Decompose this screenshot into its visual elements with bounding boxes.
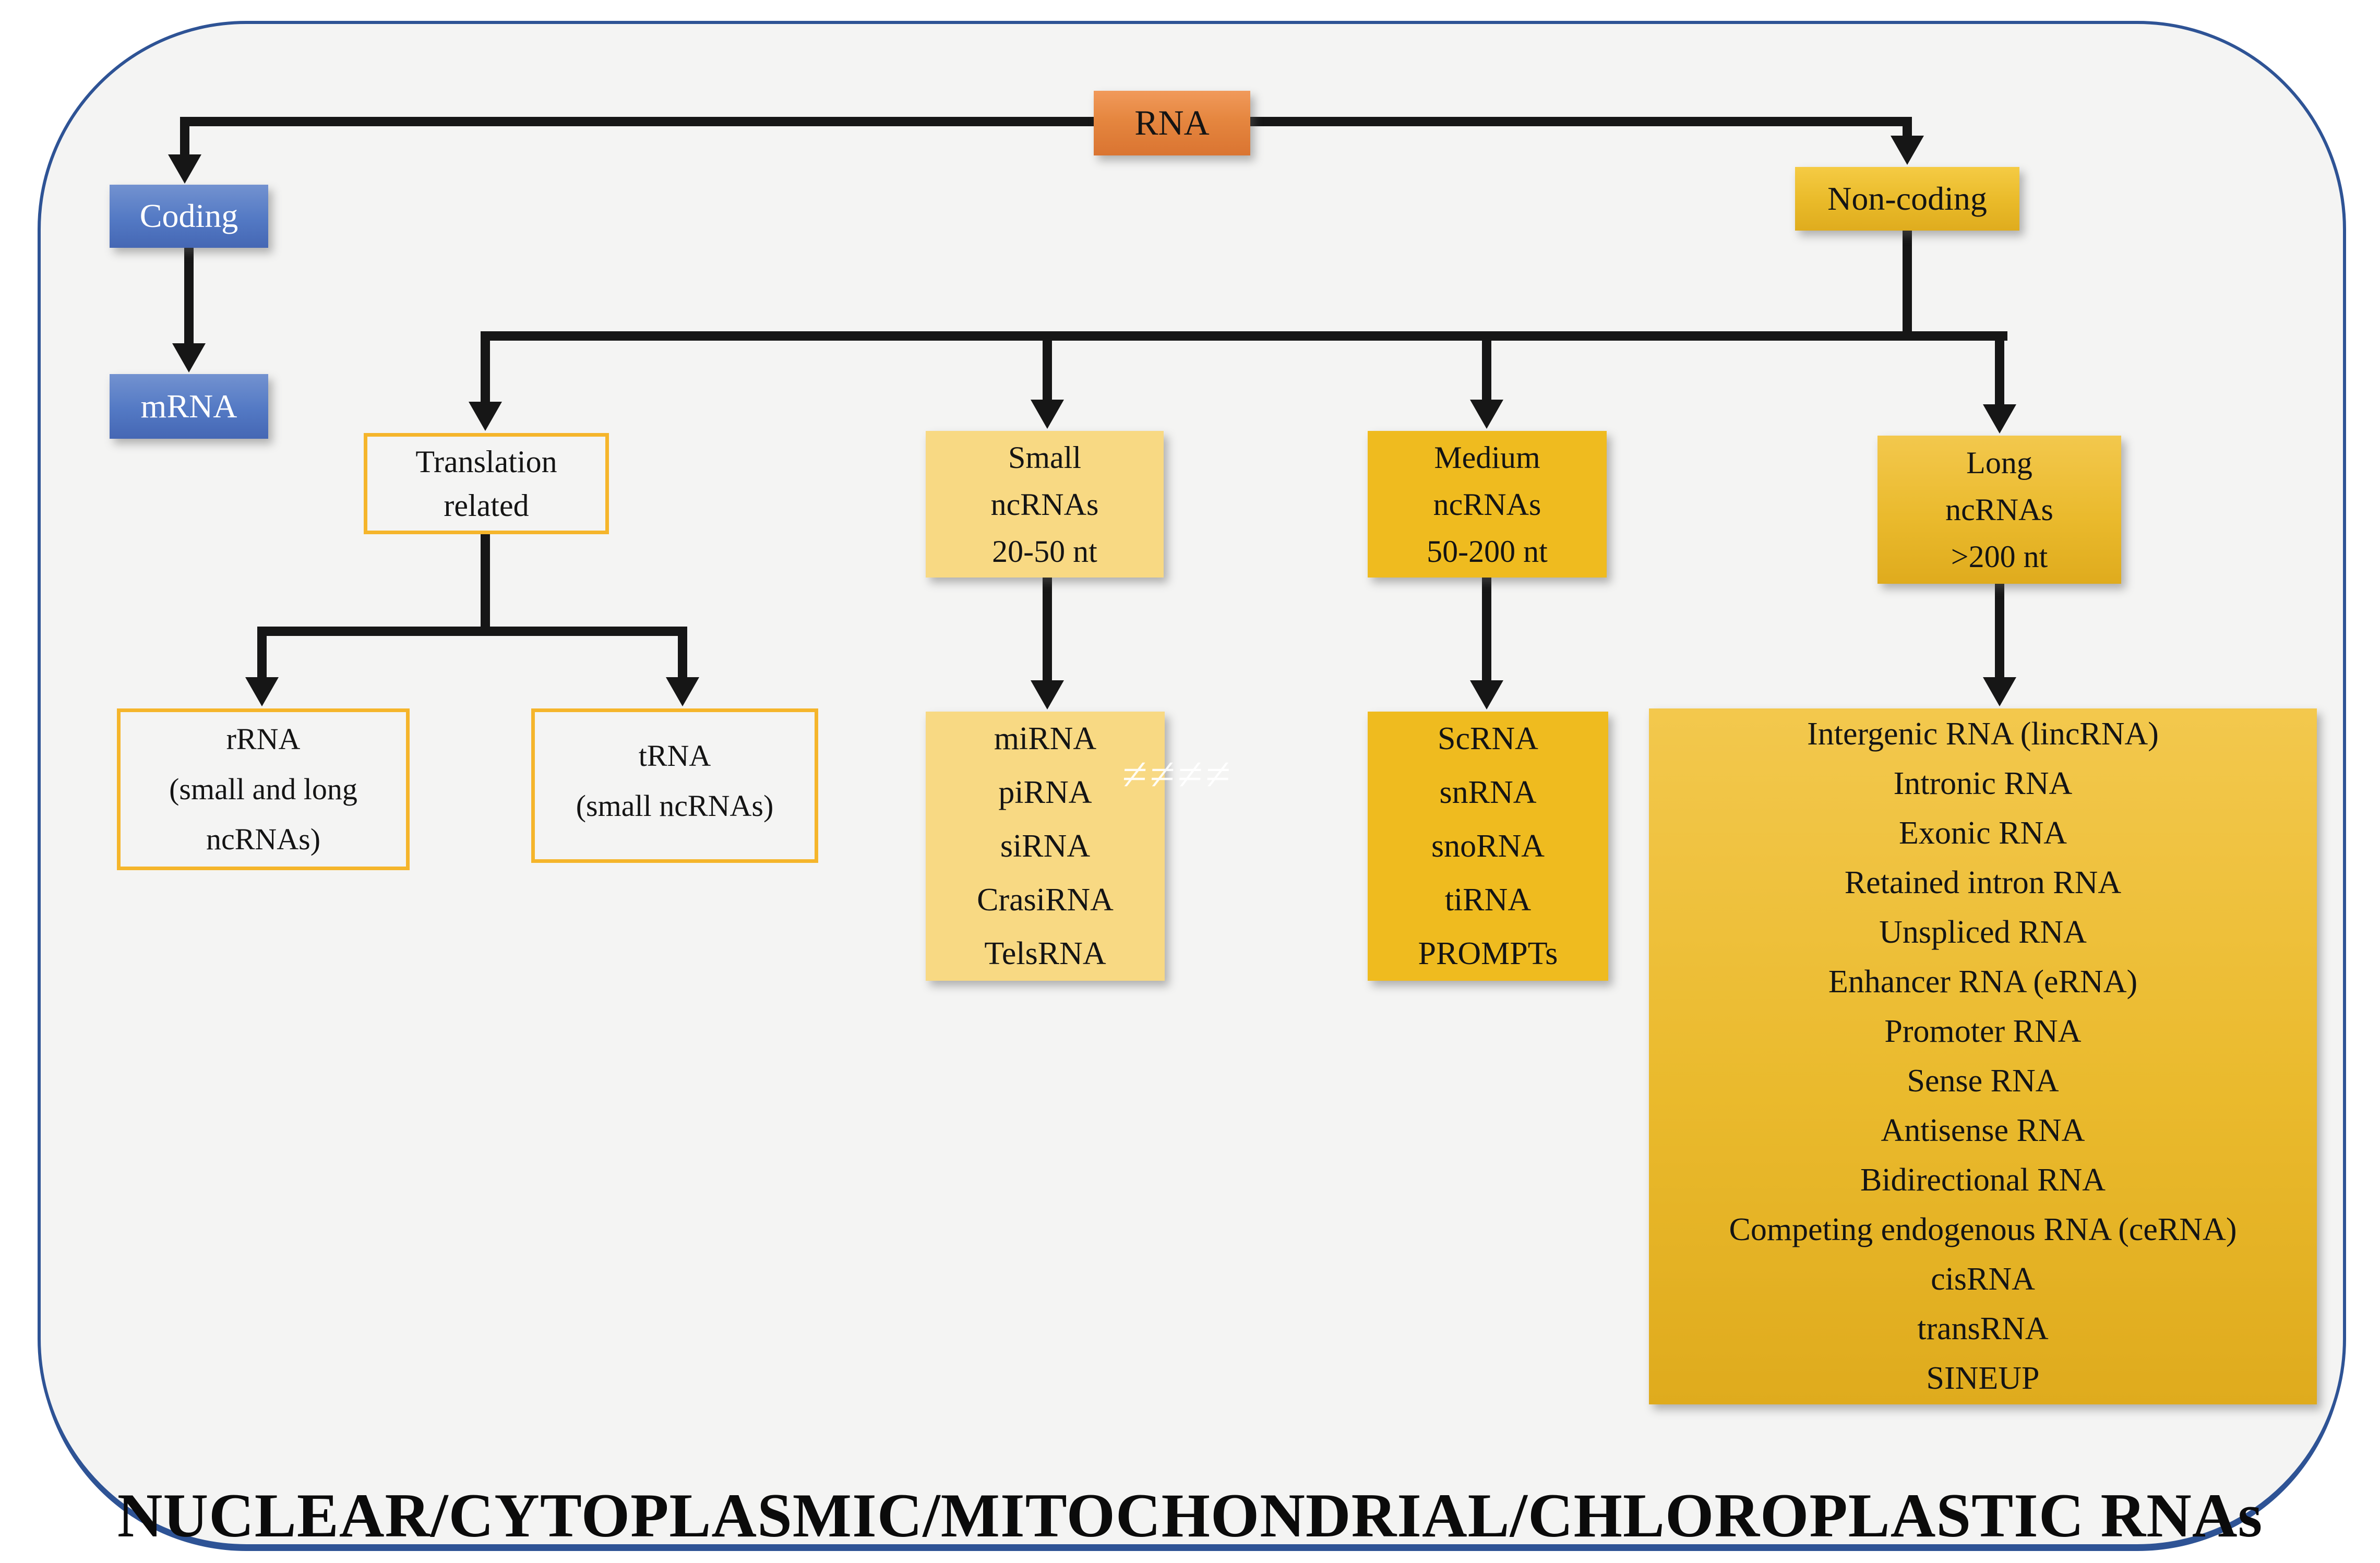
translation-line: related: [444, 488, 529, 523]
list-item: cisRNA: [1931, 1261, 2035, 1297]
node-non-coding-label: Non-coding: [1827, 179, 1987, 217]
list-item: siRNA: [1000, 828, 1091, 864]
node-small-ncrnas: Small ncRNAs 20-50 nt: [926, 431, 1164, 578]
connector-rail-to-translation: [481, 331, 490, 402]
small-ncrnas-line: Small: [1008, 440, 1081, 475]
translation-line: Translation: [415, 444, 557, 479]
connector-rail-to-medium: [1482, 331, 1491, 402]
connector-long-to-list: [1995, 584, 2004, 680]
list-item: miRNA: [994, 720, 1097, 756]
list-item: transRNA: [1917, 1311, 2049, 1346]
connector-medium-to-list: [1482, 578, 1491, 682]
connector-rna-to-coding-hline: [185, 117, 1094, 126]
list-item: ScRNA: [1438, 720, 1538, 756]
list-item: Competing endogenous RNA (ceRNA): [1729, 1212, 2237, 1247]
node-rna: RNA: [1094, 91, 1250, 155]
medium-ncrnas-line: ncRNAs: [1433, 487, 1541, 522]
list-item: CrasiRNA: [977, 882, 1114, 918]
list-item: Exonic RNA: [1898, 815, 2067, 851]
node-trna: tRNA (small ncRNAs): [531, 708, 818, 863]
node-rrna: rRNA (small and long ncRNAs): [117, 708, 410, 870]
connector-translation-to-subrail: [481, 534, 490, 636]
connector-coding-to-mrna: [184, 248, 194, 347]
list-item: Promoter RNA: [1884, 1014, 2082, 1049]
arrowhead-to-medium-list: [1470, 680, 1503, 710]
arrowhead-to-long: [1983, 404, 2016, 434]
arrowhead-to-small: [1031, 400, 1064, 429]
arrowhead-to-mrna: [172, 343, 206, 372]
small-ncrnas-line: ncRNAs: [990, 487, 1099, 522]
arrowhead-to-translation: [469, 402, 502, 431]
list-item: Retained intron RNA: [1844, 865, 2122, 900]
watermark: ≠≠≠≠: [1120, 749, 1235, 799]
connector-noncoding-to-rail: [1903, 231, 1912, 341]
translation-branch-rail: [257, 627, 687, 636]
connector-noncoding-drop: [1903, 117, 1912, 138]
long-ncrna-list: Intergenic RNA (lincRNA) Intronic RNA Ex…: [1649, 708, 2317, 1404]
medium-ncrnas-line: 50-200 nt: [1427, 534, 1548, 569]
connector-rna-to-noncoding-hline: [1250, 117, 1912, 126]
arrowhead-to-trna: [666, 677, 699, 706]
arrowhead-to-small-list: [1031, 680, 1064, 710]
node-mrna-label: mRNA: [140, 387, 237, 425]
list-item: Unspliced RNA: [1879, 915, 2087, 950]
arrowhead-to-medium: [1470, 400, 1503, 429]
node-mrna: mRNA: [110, 374, 268, 439]
node-non-coding: Non-coding: [1795, 167, 2019, 231]
connector-small-to-list: [1043, 578, 1052, 682]
connector-subrail-to-trna: [678, 627, 687, 679]
node-translation-related: Translation related: [364, 433, 609, 534]
small-ncrnas-line: 20-50 nt: [992, 534, 1097, 569]
connector-coding-drop: [180, 117, 189, 159]
arrowhead-to-rrna: [245, 677, 279, 706]
rrna-line: rRNA: [226, 722, 301, 756]
list-item: tiRNA: [1444, 882, 1532, 918]
node-coding-label: Coding: [139, 197, 238, 235]
long-ncrnas-line: Long: [1966, 446, 2032, 480]
list-item: Bidirectional RNA: [1860, 1162, 2106, 1198]
noncoding-branch-rail: [481, 331, 2007, 341]
list-item: Enhancer RNA (eRNA): [1828, 964, 2138, 1000]
node-coding: Coding: [110, 185, 268, 248]
trna-line: (small ncRNAs): [576, 789, 774, 823]
list-item: Sense RNA: [1907, 1063, 2059, 1099]
node-long-ncrnas: Long ncRNAs >200 nt: [1877, 436, 2121, 584]
connector-rail-to-small: [1043, 331, 1052, 402]
list-item: SINEUP: [1926, 1361, 2040, 1396]
long-ncrnas-line: ncRNAs: [1945, 492, 2053, 527]
arrowhead-to-long-list: [1983, 677, 2016, 706]
list-item: snoRNA: [1431, 828, 1545, 864]
node-medium-ncrnas: Medium ncRNAs 50-200 nt: [1368, 431, 1607, 578]
rrna-line: ncRNAs): [206, 822, 321, 856]
node-rna-label: RNA: [1134, 103, 1210, 143]
arrowhead-to-noncoding: [1891, 136, 1924, 165]
arrowhead-to-coding: [168, 154, 201, 184]
rrna-line: (small and long: [169, 772, 357, 806]
list-item: snRNA: [1439, 774, 1537, 810]
list-item: TelsRNA: [984, 935, 1106, 971]
small-ncrna-list: miRNA piRNA siRNA CrasiRNA TelsRNA: [926, 712, 1165, 981]
medium-ncrna-list: ScRNA snRNA snoRNA tiRNA PROMPTs: [1368, 712, 1608, 981]
long-ncrnas-line: >200 nt: [1951, 539, 2048, 574]
connector-subrail-to-rrna: [257, 627, 267, 679]
list-item: Intergenic RNA (lincRNA): [1807, 716, 2159, 752]
connector-rail-to-long: [1995, 331, 2004, 407]
list-item: Intronic RNA: [1893, 766, 2073, 801]
footer-title: NUCLEAR/CYTOPLASMIC/MITOCHONDRIAL/CHLORO…: [117, 1481, 2263, 1550]
list-item: piRNA: [998, 774, 1092, 810]
medium-ncrnas-line: Medium: [1434, 440, 1540, 475]
trna-line: tRNA: [638, 739, 711, 773]
list-item: Antisense RNA: [1881, 1113, 2085, 1148]
list-item: PROMPTs: [1418, 935, 1558, 971]
